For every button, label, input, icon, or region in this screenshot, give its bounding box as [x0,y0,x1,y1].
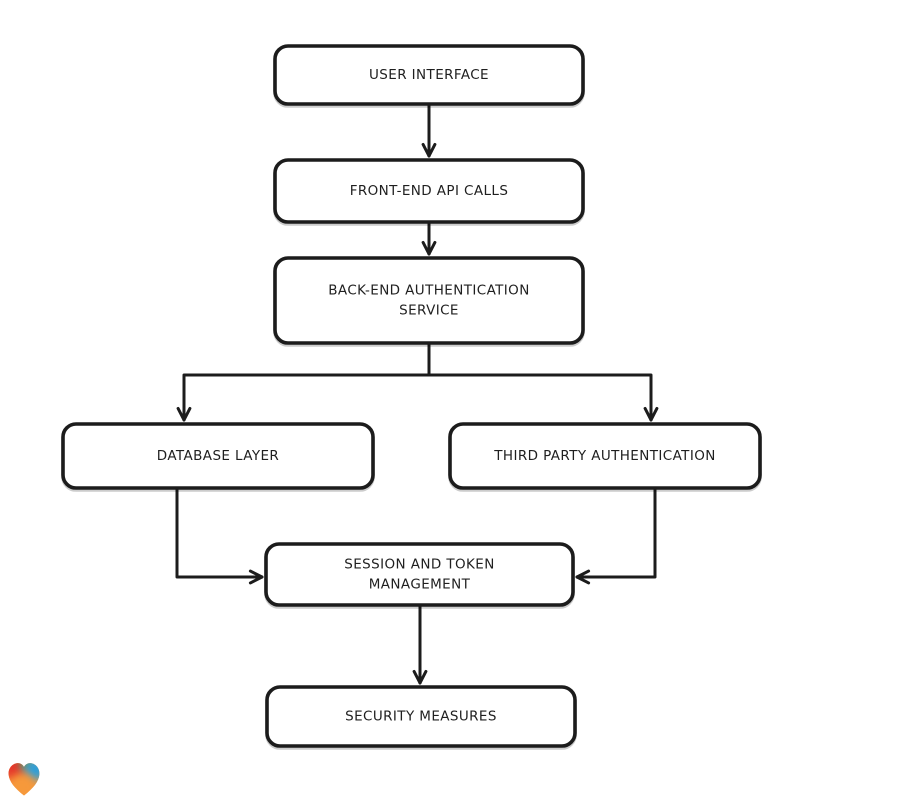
edge-database-layer-to-session-and-token-management [175,486,264,585]
node-label: SECURITY MEASURES [345,709,497,725]
arrowhead-icon [412,669,428,685]
node-box [264,542,575,607]
edge-back-end-authentication-service-to-database-layer [176,341,431,422]
node-box [273,158,585,224]
edge-front-end-api-calls-to-back-end-authentication-service [421,220,437,256]
heart-logo[interactable] [7,760,41,798]
node-label: BACK-END AUTHENTICATION [328,283,529,299]
node-session-and-token-management: SESSION AND TOKEN MANAGEMENT [264,542,575,607]
node-box [273,256,585,345]
arrowhead-icon [421,240,437,256]
node-user-interface: USER INTERFACE [273,44,585,106]
arrowhead-icon [176,406,192,422]
edge-line [175,486,264,579]
arrowhead-icon [421,142,437,158]
edge-back-end-authentication-service-to-third-party-authentication [427,341,659,422]
edge-line [575,486,657,579]
edge-user-interface-to-front-end-api-calls [421,102,437,158]
node-third-party-authentication: THIRD PARTY AUTHENTICATION [448,422,762,490]
node-database-layer: DATABASE LAYER [61,422,375,490]
node-label: FRONT-END API CALLS [350,183,509,199]
edge-line [182,341,431,422]
arrowhead-icon [643,406,659,422]
edge-third-party-authentication-to-session-and-token-management [575,486,657,585]
node-back-end-authentication-service: BACK-END AUTHENTICATION SERVICE [273,256,585,345]
node-box [265,685,577,748]
arrowhead-icon [248,569,264,585]
node-label: SESSION AND TOKEN [344,557,494,573]
node-box [448,422,762,490]
node-label: MANAGEMENT [369,577,471,593]
node-label: USER INTERFACE [369,67,489,83]
node-label: SERVICE [399,303,459,319]
node-box [273,44,585,106]
edge-session-and-token-management-to-security-measures [412,603,428,685]
node-security-measures: SECURITY MEASURES [265,685,577,748]
node-label: DATABASE LAYER [157,448,279,464]
node-box [61,422,375,490]
edge-line [427,341,653,422]
node-label: THIRD PARTY AUTHENTICATION [493,448,715,464]
heart-logo-gradient [8,763,40,796]
arrowhead-icon [575,569,591,585]
node-front-end-api-calls: FRONT-END API CALLS [273,158,585,224]
